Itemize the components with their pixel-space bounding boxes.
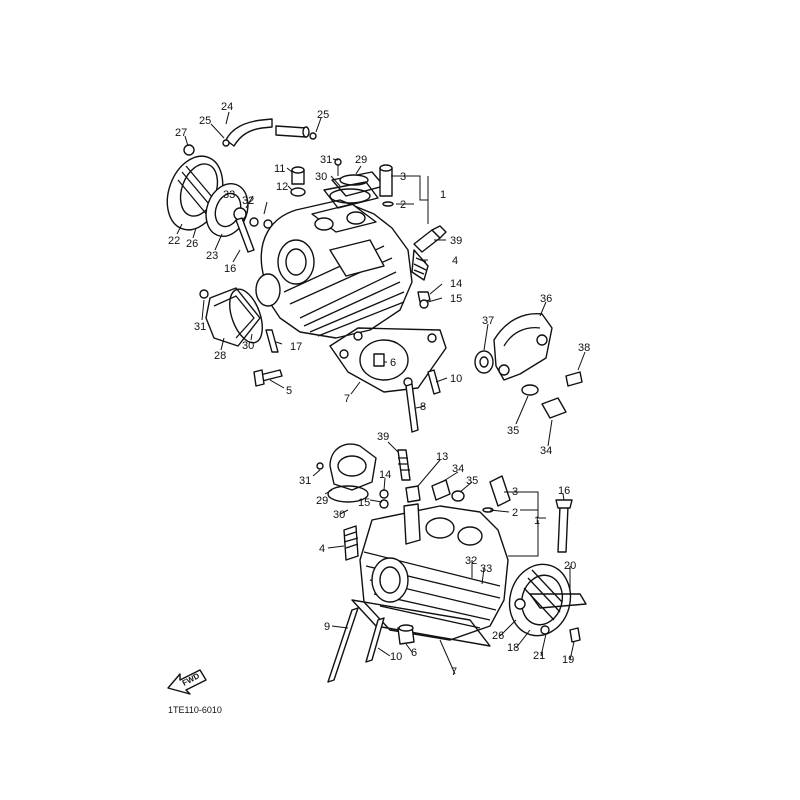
callout-34: 34 <box>540 445 552 457</box>
callout-33: 33 <box>480 563 492 575</box>
callout-33: 33 <box>223 189 235 201</box>
callout-30: 30 <box>333 509 345 521</box>
cylinder-head-lower <box>351 503 509 647</box>
breather-hose <box>222 118 317 147</box>
callout-6: 6 <box>390 357 396 369</box>
callout-19: 19 <box>562 654 574 666</box>
callout-4: 4 <box>319 543 325 555</box>
stud-lower <box>343 525 359 561</box>
callout-17: 17 <box>290 341 302 353</box>
callout-1: 1 <box>440 189 446 201</box>
callout-35: 35 <box>507 425 519 437</box>
callout-25: 25 <box>199 115 211 127</box>
callout-22: 22 <box>168 235 180 247</box>
valve-guide-upper <box>290 164 394 207</box>
callout-34: 34 <box>452 463 464 475</box>
callout-9: 9 <box>324 621 330 633</box>
callout-31: 31 <box>320 154 332 166</box>
callout-21: 21 <box>533 650 545 662</box>
callout-15: 15 <box>450 293 462 305</box>
callout-27: 27 <box>175 127 187 139</box>
callout-32: 32 <box>465 555 477 567</box>
callout-31: 31 <box>194 321 206 333</box>
callout-10: 10 <box>390 651 402 663</box>
spark-plug-upper <box>411 225 447 309</box>
callout-24: 24 <box>221 101 233 113</box>
callout-26: 26 <box>186 238 198 250</box>
valve-cover-upper <box>323 158 385 209</box>
callout-7: 7 <box>344 393 350 405</box>
callout-29: 29 <box>316 495 328 507</box>
callout-26: 26 <box>492 630 504 642</box>
callout-8: 8 <box>420 401 426 413</box>
side-cover-lower-left <box>199 287 263 347</box>
callout-32: 32 <box>242 195 254 207</box>
callout-37: 37 <box>482 315 494 327</box>
callout-25: 25 <box>317 109 329 121</box>
fwd-arrow-icon: FWD <box>167 669 207 695</box>
drawing-code: 1TE110-6010 <box>168 705 222 715</box>
callout-38: 38 <box>578 342 590 354</box>
callout-39: 39 <box>450 235 462 247</box>
long-bolt-lower <box>555 499 573 553</box>
engine-mount-bracket <box>474 313 583 419</box>
head-gasket-upper <box>329 327 447 433</box>
callout-13: 13 <box>436 451 448 463</box>
side-cover-assembly-upper <box>166 144 273 253</box>
callout-6: 6 <box>411 647 417 659</box>
dowel-pins-upper <box>253 329 283 387</box>
callout-16: 16 <box>558 485 570 497</box>
leader-lines <box>176 111 586 675</box>
callout-5: 5 <box>286 385 292 397</box>
valve-guide-lower <box>379 475 511 513</box>
callout-29: 29 <box>355 154 367 166</box>
callout-2: 2 <box>400 199 406 211</box>
cylinder-head-upper <box>255 199 413 339</box>
callout-3: 3 <box>512 486 518 498</box>
callout-3: 3 <box>400 171 406 183</box>
callout-4: 4 <box>452 255 458 267</box>
side-cover-assembly-lower <box>508 563 587 643</box>
valve-cover-lower <box>316 443 377 503</box>
callout-36: 36 <box>540 293 552 305</box>
callout-31: 31 <box>299 475 311 487</box>
callout-14: 14 <box>379 469 391 481</box>
callout-16: 16 <box>224 263 236 275</box>
callout-labels: 24 25 25 27 31 29 11 30 3 12 2 1 33 32 2… <box>168 101 590 678</box>
callout-2: 2 <box>512 507 518 519</box>
callout-18: 18 <box>507 642 519 654</box>
callout-14: 14 <box>450 278 462 290</box>
spark-plug-lower <box>397 449 411 481</box>
callout-1: 1 <box>534 515 540 527</box>
callout-7: 7 <box>451 666 457 678</box>
callout-11: 11 <box>274 163 285 175</box>
callout-35: 35 <box>466 475 478 487</box>
callout-28: 28 <box>214 350 226 362</box>
callout-30: 30 <box>315 171 327 183</box>
callout-20: 20 <box>564 560 576 572</box>
callout-10: 10 <box>450 373 462 385</box>
callout-23: 23 <box>206 250 218 262</box>
callout-15: 15 <box>358 497 370 509</box>
callout-30: 30 <box>242 340 254 352</box>
studs-lower <box>327 607 415 683</box>
callout-12: 12 <box>276 181 288 193</box>
callout-39: 39 <box>377 431 389 443</box>
